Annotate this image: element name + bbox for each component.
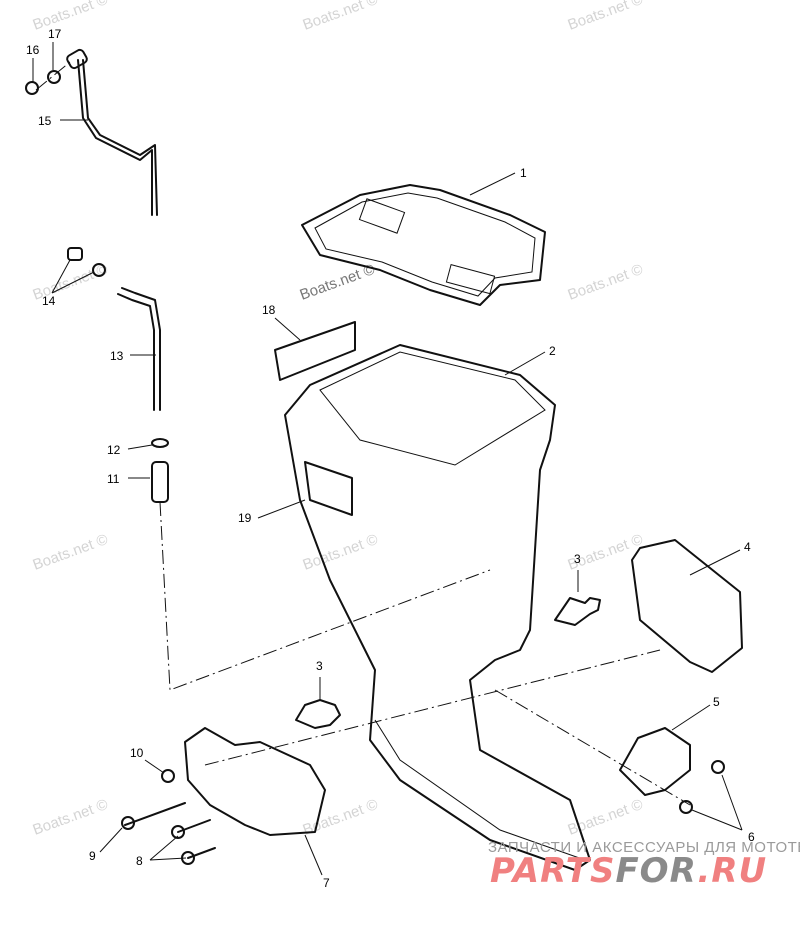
part-18-decal [274,321,356,381]
centerline [494,689,691,806]
part-2-driveshaft-housing [284,344,591,871]
callout-13: 13 [110,349,124,363]
leader-lines [32,42,743,876]
watermark: Boats.net © [566,796,646,839]
part-14-fasteners [67,247,106,277]
logo-name-for: FOR [615,851,697,891]
part-4-bracket [631,539,743,673]
logo-name: PARTSFOR.RU [490,851,767,891]
part-3-mount [295,597,601,729]
watermark: Boats.net © [566,0,646,34]
watermark: Boats.net © [31,796,111,839]
part-16-nut [25,81,39,95]
watermark: Boats.net © [31,531,111,574]
callout-17: 17 [48,27,62,41]
part-17-washer [47,70,61,84]
centerline [204,649,661,766]
callouts: 1 2 3 3 4 5 6 7 8 9 10 11 12 13 14 15 16… [26,27,755,890]
callout-14: 14 [42,294,56,308]
part-8-9-10-bolts [121,769,216,865]
logo-tagline: ЗАПЧАСТИ И АКСЕССУАРЫ ДЛЯ МОТОТЕХНИКИ [488,839,800,856]
callout-12: 12 [107,443,121,457]
part-1-gasket [301,184,546,306]
watermark: Boats.net © [31,0,111,34]
logo-name-parts: PARTS [490,851,615,891]
callout-15: 15 [38,114,52,128]
part-12-nut [151,438,169,448]
watermark: Boats.net © [566,261,646,304]
callout-4: 4 [744,540,751,554]
part-15-rod [25,48,158,216]
part-11-sleeve [151,461,169,503]
centerline [35,61,71,91]
callout-5: 5 [713,695,720,709]
callout-8: 8 [136,854,143,868]
callout-3: 3 [316,659,323,673]
part-19-decal [304,461,353,516]
part-6-bolts [679,760,725,814]
partsfor-logo: ЗАПЧАСТИ И АКСЕССУАРЫ ДЛЯ МОТОТЕХНИКИ PA… [488,839,800,891]
callout-6: 6 [748,830,755,844]
callout-1: 1 [520,166,527,180]
callout-2: 2 [549,344,556,358]
callout-16: 16 [26,43,40,57]
part-7-bracket [184,727,326,836]
watermark: Boats.net © [301,0,381,34]
callout-19: 19 [238,511,252,525]
callout-7: 7 [323,876,330,890]
callout-11: 11 [107,472,120,486]
callout-18: 18 [262,303,276,317]
callout-3: 3 [574,552,581,566]
logo-name-ru: .RU [697,851,767,891]
callout-10: 10 [130,746,144,760]
centerline [159,501,491,691]
callout-9: 9 [89,849,96,863]
part-13-rod [117,287,169,503]
watermark: Boats.net © [301,531,381,574]
part-5-cover [619,727,691,796]
